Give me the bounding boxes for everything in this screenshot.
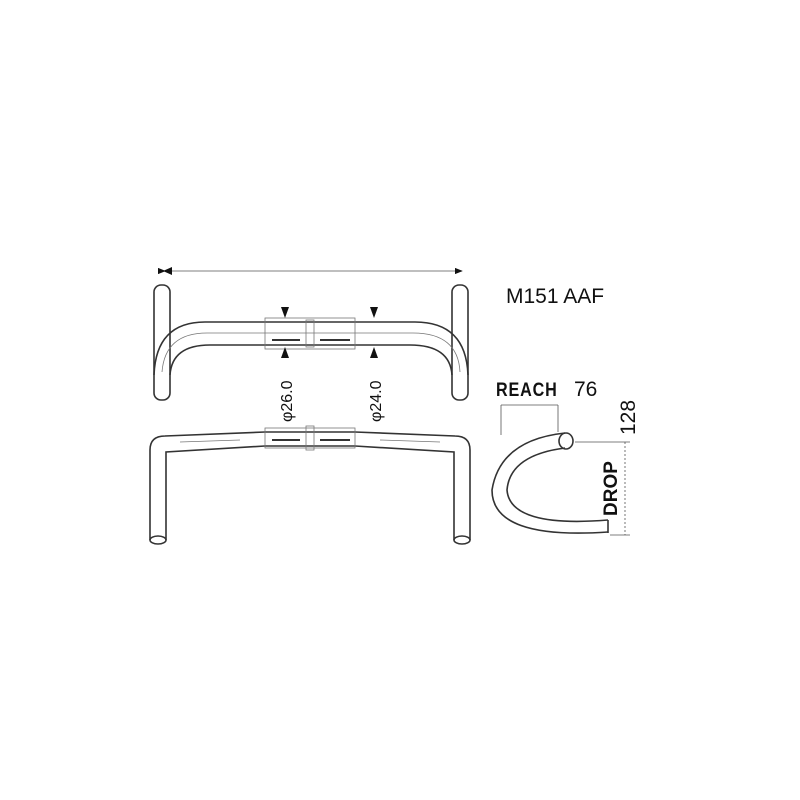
reach-label: REACH bbox=[496, 379, 558, 401]
front-view-handlebar bbox=[149, 425, 471, 545]
model-label: M151 AAF bbox=[506, 285, 604, 308]
top-view-handlebar bbox=[153, 284, 469, 401]
width-dimension bbox=[157, 267, 463, 275]
drop-label: DROP bbox=[601, 461, 622, 516]
drop-value: 128 bbox=[617, 400, 640, 435]
reach-value: 76 bbox=[574, 378, 597, 401]
bar-diameter-label: φ24.0 bbox=[368, 380, 385, 422]
side-view-drop bbox=[491, 404, 630, 536]
clamp-diameter-label: φ26.0 bbox=[279, 380, 296, 422]
